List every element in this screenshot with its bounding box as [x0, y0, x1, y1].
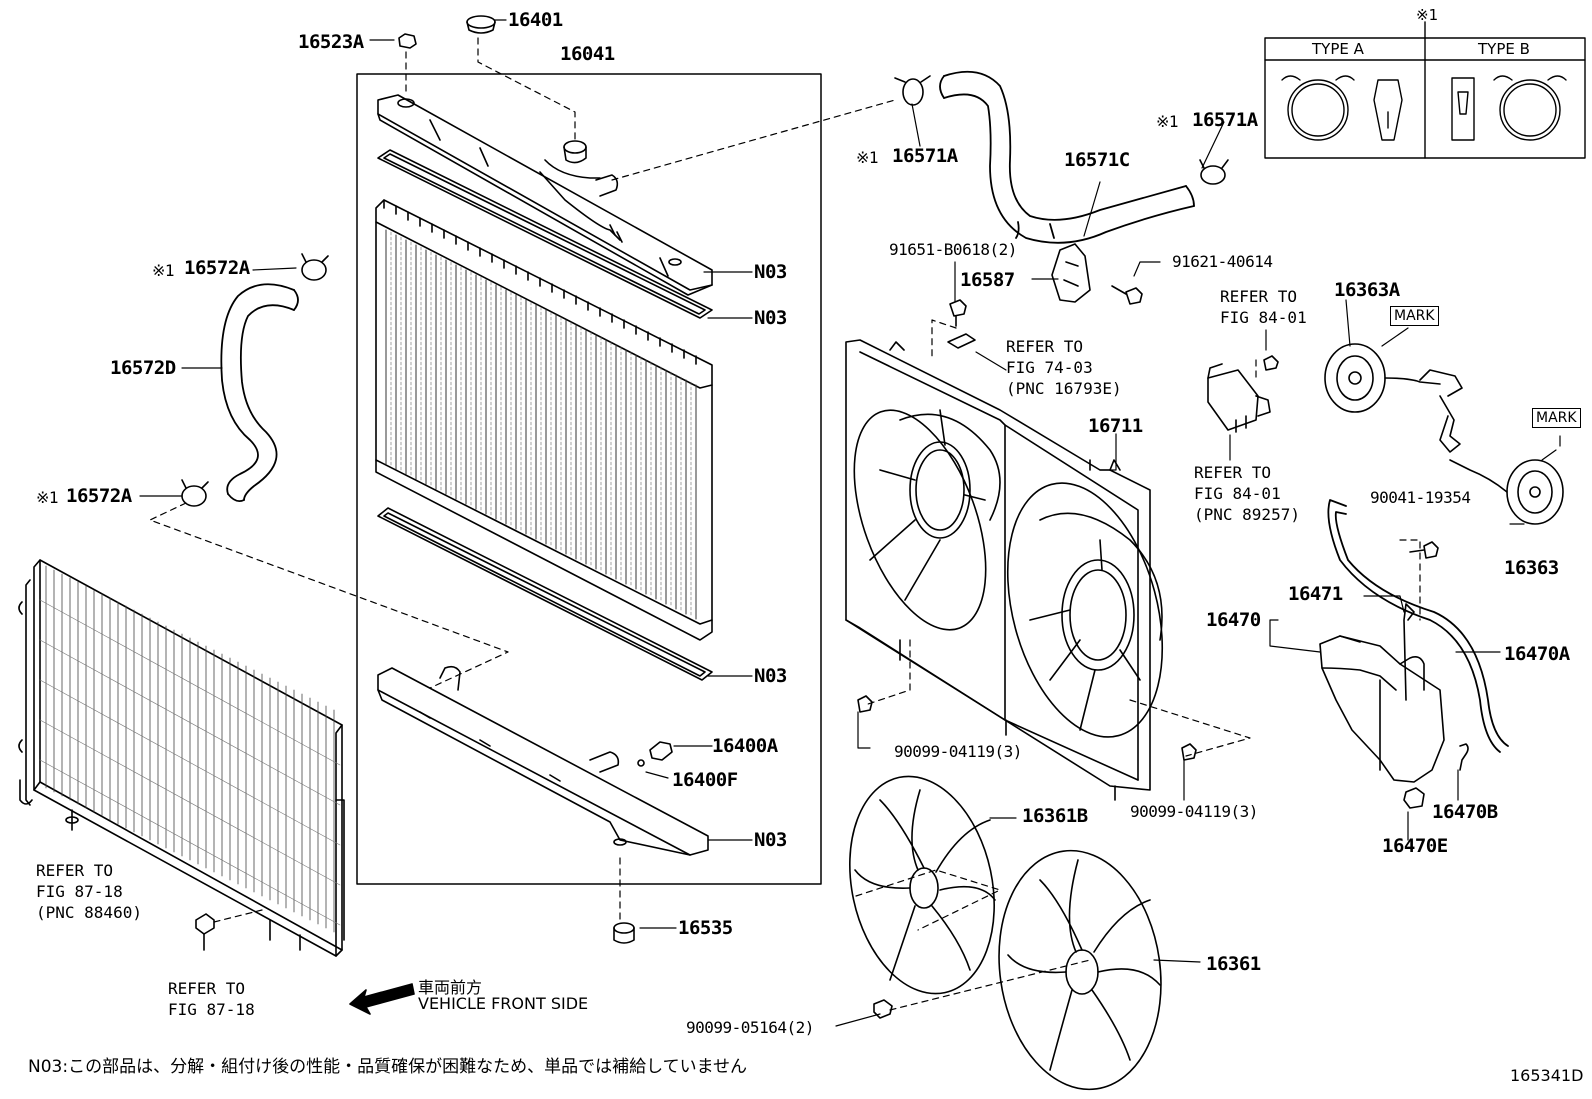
clamp-type-box [1264, 21, 1586, 159]
fan-shroud [845, 339, 1164, 801]
condenser-bolt [195, 913, 215, 951]
shroud-bolt-left [857, 695, 873, 713]
label-16470a: 16470A [1504, 643, 1570, 665]
mark-label-16363: MARK [1532, 408, 1581, 428]
label-16571c: 16571C [1064, 149, 1130, 171]
label-16470b: 16470B [1432, 801, 1498, 823]
label-90041: 90041-19354 [1370, 488, 1471, 507]
marker-16572a-top: ※1 [152, 261, 175, 280]
label-16523a: 16523A [298, 31, 364, 53]
radiator-upper-tank [377, 94, 713, 296]
reservoir-hose [1327, 499, 1509, 753]
label-16587: 16587 [960, 269, 1015, 291]
lower-hose [220, 283, 299, 503]
bolt-91651 [949, 299, 967, 327]
label-91651: 91651-B0618(2) [889, 240, 1017, 259]
label-16363a: 16363A [1334, 279, 1400, 301]
label-n03-3: N03 [754, 665, 787, 687]
label-16711: 16711 [1088, 415, 1143, 437]
fan-16361 [998, 849, 1162, 1091]
ac-condenser [18, 559, 345, 957]
upper-hose [939, 70, 1195, 244]
label-16361b: 16361B [1022, 805, 1088, 827]
plug-16523a [398, 33, 417, 49]
label-16571a-left: 16571A [892, 145, 958, 167]
label-16572d: 16572D [110, 357, 176, 379]
lower-hose-clamp-top [301, 253, 329, 281]
label-leaders [139, 19, 1525, 1027]
refer-fig-74-03: REFER TO FIG 74-03 (PNC 16793E) [1006, 337, 1122, 398]
type-box-marker: ※1 [1416, 6, 1439, 24]
refer-fig-87-18-condenser: REFER TO FIG 87-18 (PNC 88460) [36, 861, 142, 922]
label-91621: 91621-40614 [1172, 252, 1273, 271]
leader-lines-shroud [855, 319, 1421, 1011]
fan-motor-16363a [1324, 343, 1463, 453]
n03-footnote: N03:この部品は、分解・組付け後の性能・品質確保が困難なため、単品では補給して… [28, 1057, 748, 1077]
fan-motor-16363 [1449, 459, 1564, 525]
bolt-91621 [1111, 285, 1143, 305]
resistor-screw [1263, 355, 1279, 371]
upper-gasket [377, 149, 713, 319]
marker-16572a-bottom: ※1 [36, 488, 59, 507]
bracket-16587 [1051, 243, 1091, 303]
radiator-cap [466, 15, 496, 34]
label-n03-2: N03 [754, 307, 787, 329]
cushion-16535 [613, 922, 635, 944]
label-90099-04119-right: 90099-04119(3) [1130, 802, 1258, 821]
label-16401: 16401 [508, 9, 563, 31]
label-16400a: 16400A [712, 735, 778, 757]
fan-nut [873, 999, 893, 1019]
marker-16571a-left: ※1 [856, 148, 879, 167]
shroud-bolt-right [1181, 743, 1197, 761]
label-16400f: 16400F [672, 769, 738, 791]
label-16470e: 16470E [1382, 835, 1448, 857]
label-16361: 16361 [1206, 953, 1261, 975]
coolant-reservoir [1319, 603, 1445, 783]
drain-cock [637, 741, 673, 767]
bracket-plate [947, 333, 976, 349]
label-16470: 16470 [1206, 609, 1261, 631]
lower-gasket [377, 507, 713, 681]
vehicle-front-arrow [349, 983, 415, 1015]
label-16572a-bottom: 16572A [66, 485, 132, 507]
label-16535: 16535 [678, 917, 733, 939]
marker-16571a-right: ※1 [1156, 112, 1179, 131]
radiator-assembly-frame [356, 73, 822, 885]
refer-fig-84-01-bottom: REFER TO FIG 84-01 (PNC 89257) [1194, 463, 1300, 524]
lower-hose-clamp-bottom [181, 479, 209, 507]
refer-fig-84-01-top: REFER TO FIG 84-01 [1220, 287, 1307, 327]
radiator-core [375, 199, 713, 641]
type-b-header: TYPE B [1478, 40, 1530, 58]
fan-resistor [1207, 363, 1271, 433]
upper-hose-clamp-right [1199, 159, 1229, 185]
label-90099-04119-left: 90099-04119(3) [894, 742, 1022, 761]
leader-lines-radiator [149, 37, 896, 921]
reservoir-cap-16470e [1403, 787, 1425, 809]
type-a-header: TYPE A [1312, 40, 1364, 58]
label-16572a-top: 16572A [184, 257, 250, 279]
label-90099-05164: 90099-05164(2) [686, 1018, 814, 1037]
label-16571a-right: 16571A [1192, 109, 1258, 131]
reservoir-clip-16470b [1459, 743, 1469, 771]
upper-hose-clamp-left [894, 75, 931, 106]
label-16471: 16471 [1288, 583, 1343, 605]
label-n03-1: N03 [754, 261, 787, 283]
radiator-lower-tank [377, 665, 709, 856]
vehicle-front-en: VEHICLE FRONT SIDE [418, 994, 589, 1013]
vehicle-front-jp: 車両前方 [418, 978, 483, 997]
fan-16361b [849, 775, 996, 995]
refer-fig-87-18-bolt: REFER TO FIG 87-18 [168, 979, 255, 1019]
label-16041: 16041 [560, 43, 615, 65]
motor-screw [1409, 541, 1439, 559]
label-n03-4: N03 [754, 829, 787, 851]
label-16363: 16363 [1504, 557, 1559, 579]
diagram-id: 165341D [1510, 1066, 1584, 1085]
mark-label-16363a: MARK [1390, 306, 1439, 326]
